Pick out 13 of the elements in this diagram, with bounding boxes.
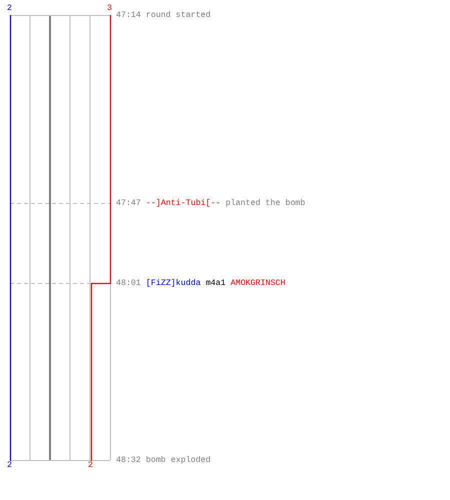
timestamp: 48:01 (116, 279, 141, 289)
event-text: 47:14 round started (116, 11, 211, 21)
team-count: 2 (7, 461, 12, 471)
team-count: 2 (88, 461, 93, 471)
team-count: 3 (107, 4, 112, 14)
weapon-name: m4a1 (206, 279, 226, 289)
player-name: --]Anti-Tubi[-- (146, 199, 221, 209)
player-name: AMOKGRINSCH (230, 279, 286, 289)
event-text: 48:32 bomb exploded (116, 456, 211, 466)
team-count: 2 (7, 4, 12, 14)
event-text: planted the bomb (226, 199, 306, 209)
player-name: [FiZZ]kudda (146, 279, 201, 289)
timestamp: 47:47 (116, 199, 141, 209)
